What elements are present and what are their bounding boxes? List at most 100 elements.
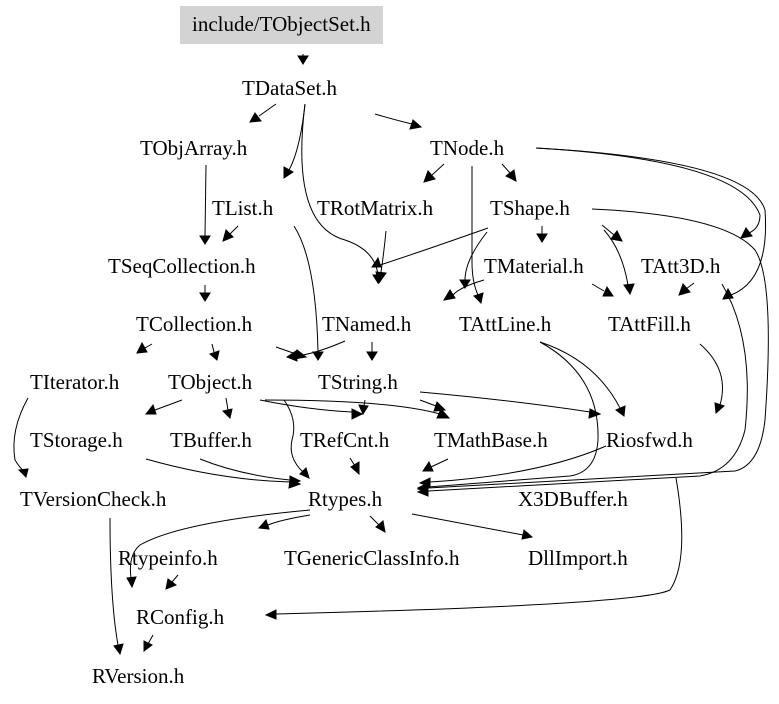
- edge-line-tshape-riosfwd: [427, 208, 769, 489]
- edge-tstring-tmathbase: [419, 399, 447, 412]
- edge-tnamed-tstring: [366, 342, 378, 361]
- node-rtypes[interactable]: Rtypes.h: [308, 487, 383, 511]
- arrowhead-icon: [423, 170, 436, 183]
- node-tmathbase[interactable]: TMathBase.h: [434, 428, 548, 452]
- edge-tnode-tattline: [471, 166, 484, 305]
- node-trotmatrix[interactable]: TRotMatrix.h: [317, 196, 434, 220]
- edge-tatt3d-tattfill: [678, 282, 695, 296]
- node-tseqcollection[interactable]: TSeqCollection.h: [108, 254, 256, 278]
- arrowhead-icon: [409, 119, 423, 130]
- edge-trotmatrix-tnamed: [375, 230, 387, 285]
- edge-tshape-tmaterial: [536, 226, 548, 243]
- edge-line-tcollection-titerator: [144, 343, 153, 349]
- node-rconfig[interactable]: RConfig.h: [136, 605, 225, 629]
- edge-tattline-riosfwd: [539, 341, 626, 417]
- edge-tdataset-tnode: [374, 113, 423, 130]
- edge-line-tatt3d-tattfill: [685, 282, 695, 290]
- node-dllimport[interactable]: DllImport.h: [528, 546, 628, 570]
- edge-rtypes-rtypeinfo: [257, 514, 311, 530]
- edge-tnode-tshape: [501, 163, 517, 182]
- edge-line-tstorage-rtypes: [145, 458, 291, 483]
- edge-tnode-tattfill: [535, 147, 767, 300]
- edge-line-tdataset-tnode: [374, 113, 413, 125]
- node-tmaterial[interactable]: TMaterial.h: [484, 254, 584, 278]
- edge-line-rtypes-rtypeinfo: [267, 514, 311, 526]
- edge-line-tnode-tatt3d: [535, 147, 761, 234]
- edge-line-tcollection-tobject: [211, 343, 215, 353]
- edge-tbuffer-rtypes: [199, 458, 302, 486]
- arrowhead-icon: [505, 169, 517, 182]
- node-tversioncheck[interactable]: TVersionCheck.h: [20, 487, 167, 511]
- node-tobjectset[interactable]: include/TObjectSet.h: [180, 6, 383, 44]
- arrowhead-icon: [722, 287, 734, 300]
- arrowhead-icon: [144, 403, 157, 415]
- edge-tnode-trotmatrix: [423, 163, 445, 183]
- node-titerator[interactable]: TIterator.h: [30, 370, 120, 394]
- node-tlist[interactable]: TList.h: [212, 196, 274, 220]
- arrowhead-icon: [222, 229, 234, 242]
- arrowhead-icon: [443, 289, 456, 301]
- edge-tlist-tseqcollection: [222, 225, 239, 242]
- edge-tobjarray-tseqcollection: [199, 164, 211, 245]
- node-tattfill[interactable]: TAttFill.h: [608, 312, 691, 336]
- edge-line-tnamed-tobject: [295, 340, 346, 357]
- node-tbuffer[interactable]: TBuffer.h: [170, 428, 252, 452]
- node-tnamed[interactable]: TNamed.h: [322, 312, 412, 336]
- edge-trefcnt-rtypes: [349, 457, 360, 476]
- arrowhead-icon: [209, 350, 220, 361]
- edge-tstring-riosfwd: [419, 391, 602, 419]
- arrowhead-icon: [283, 166, 294, 179]
- node-tatt3d[interactable]: TAtt3D.h: [641, 254, 721, 278]
- arrowhead-icon: [17, 468, 29, 478]
- arrowhead-icon: [299, 467, 310, 479]
- edge-line-rtypeinfo-rconfig: [171, 574, 179, 583]
- arrowhead-icon: [714, 402, 725, 415]
- node-riosfwd[interactable]: Riosfwd.h: [606, 428, 693, 452]
- edge-tdataset-tobjarray: [249, 103, 277, 123]
- edge-line-tstring-riosfwd: [419, 391, 591, 413]
- edge-line-tnode-trotmatrix: [431, 163, 445, 176]
- edge-line-tnode-tattline: [471, 166, 479, 296]
- node-tobjarray[interactable]: TObjArray.h: [140, 136, 248, 160]
- arrowhead-icon: [602, 285, 614, 297]
- edge-line-tlist-tstring: [293, 225, 319, 353]
- edge-tattfill-riosfwd: [699, 343, 725, 415]
- arrowhead-icon: [126, 576, 137, 589]
- node-rtypeinfo[interactable]: Rtypeinfo.h: [118, 546, 218, 570]
- node-tnode[interactable]: TNode.h: [430, 136, 505, 160]
- edge-line-rconfig-rversion: [147, 634, 154, 645]
- arrowhead-icon: [375, 520, 386, 533]
- arrowhead-icon: [249, 112, 262, 123]
- edge-line-tmathbase-rtypes: [430, 458, 449, 468]
- arrowhead-icon: [536, 233, 548, 243]
- node-x3dbuffer[interactable]: X3DBuffer.h: [518, 487, 628, 511]
- edge-line-riosfwd-rtypes: [429, 445, 607, 483]
- arrowhead-icon: [588, 408, 602, 419]
- edge-tversioncheck-rversion: [109, 517, 124, 656]
- node-tobject[interactable]: TObject.h: [168, 370, 253, 394]
- node-tshape[interactable]: TShape.h: [490, 196, 570, 220]
- arrowhead-icon: [289, 475, 302, 486]
- arrowhead-icon: [433, 401, 447, 412]
- node-trefcnt[interactable]: TRefCnt.h: [300, 428, 390, 452]
- edge-tstorage-rtypes: [145, 458, 302, 489]
- node-tattline[interactable]: TAttLine.h: [459, 312, 552, 336]
- node-rversion[interactable]: RVersion.h: [92, 664, 185, 688]
- node-tgenericclassinfo[interactable]: TGenericClassInfo.h: [284, 546, 460, 570]
- edge-line-tobject-rtypes: [283, 399, 304, 473]
- edge-line-rtypes-tgenericclassinfo: [369, 515, 380, 526]
- arrowhead-icon: [222, 408, 233, 419]
- node-tstorage[interactable]: TStorage.h: [30, 428, 123, 452]
- arrowhead-icon: [615, 405, 626, 417]
- edge-tshape-tattfill: [603, 229, 635, 296]
- edge-line-tattline-rtypes: [427, 341, 599, 488]
- node-tcollection[interactable]: TCollection.h: [136, 312, 253, 336]
- node-tstring[interactable]: TString.h: [318, 370, 398, 394]
- edge-line-tshape-tatt3d: [601, 224, 615, 236]
- edge-tnode-tatt3d: [535, 147, 761, 239]
- node-tdataset[interactable]: TDataSet.h: [242, 76, 338, 100]
- edge-titerator-tversioncheck: [13, 397, 29, 478]
- edge-line-tobject-tstorage: [154, 399, 183, 411]
- edge-line-tshape-tattfill: [603, 229, 629, 286]
- edge-line-tobjarray-tseqcollection: [204, 164, 207, 237]
